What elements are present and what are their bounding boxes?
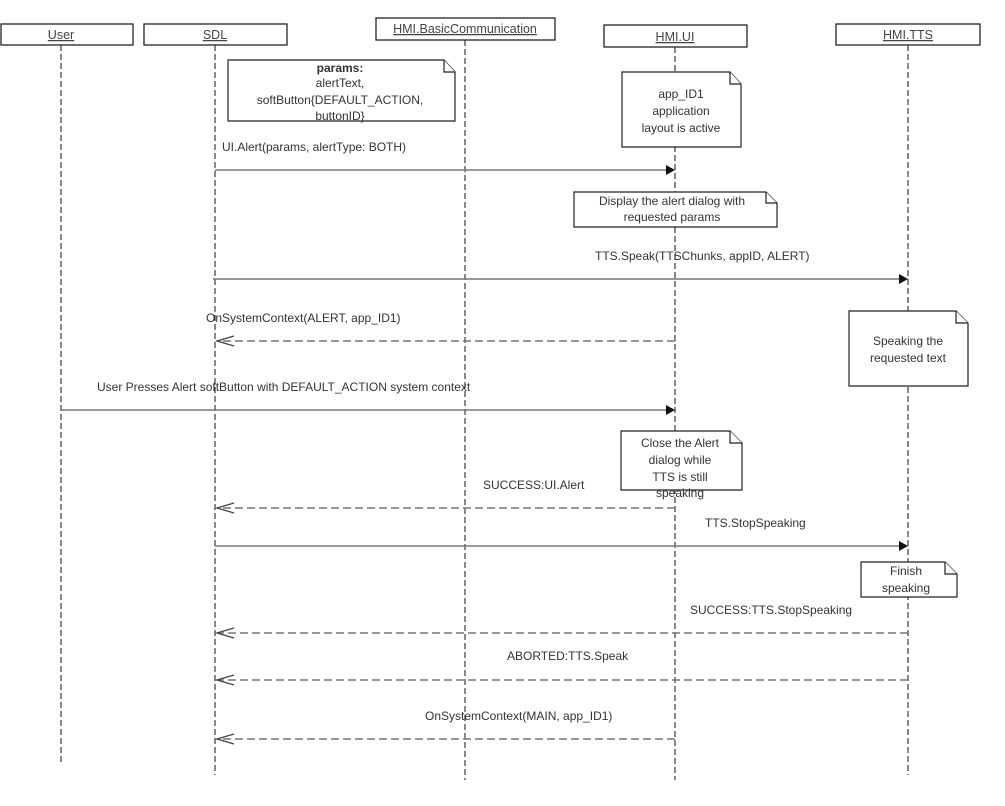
participant-hmi-ui[interactable]: HMI.UI [603, 24, 748, 48]
open-arrowhead-icon [214, 502, 235, 514]
message-label: OnSystemContext(ALERT, app_ID1) [206, 311, 401, 325]
open-arrowhead-icon [214, 335, 235, 347]
participant-sdl[interactable]: SDL [143, 23, 288, 46]
open-arrowhead-icon [214, 674, 235, 686]
note-app-active: app_ID1 application layout is active [621, 71, 742, 148]
note-line: TTS is still [652, 470, 707, 484]
message-success-ui-alert: SUCCESS:UI.Alert [214, 478, 675, 514]
note-params: params: alertText, softButton{DEFAULT_AC… [227, 59, 456, 123]
participant-hmi-tts[interactable]: HMI.TTS [835, 23, 981, 46]
arrowhead-icon [899, 541, 908, 551]
note-line: dialog while [649, 453, 712, 467]
note-line: alertText, [316, 76, 365, 90]
note-line: app_ID1 [658, 87, 704, 101]
message-label: User Presses Alert softButton with DEFAU… [97, 380, 471, 394]
participant-label: HMI.BasicCommunication [393, 22, 537, 36]
message-ui-alert: UI.Alert(params, alertType: BOTH) [215, 140, 675, 175]
note-display-alert: Display the alert dialog with requested … [573, 191, 778, 228]
message-label: TTS.Speak(TTSChunks, appID, ALERT) [595, 249, 810, 263]
message-success-tts-stopspeaking: SUCCESS:TTS.StopSpeaking [214, 603, 908, 639]
note-line: Display the alert dialog with [599, 194, 745, 208]
note-close-alert: Close the Alert dialog while TTS is stil… [620, 430, 743, 500]
note-line: application [652, 104, 709, 118]
note-finish-speaking: Finish speaking [860, 561, 958, 598]
participant-label: HMI.TTS [883, 28, 933, 42]
note-line: softButton{DEFAULT_ACTION, [257, 93, 424, 107]
participant-label: User [48, 28, 74, 42]
message-label: SUCCESS:UI.Alert [483, 478, 585, 492]
note-line: params: [317, 61, 364, 75]
message-label: SUCCESS:TTS.StopSpeaking [690, 603, 852, 617]
message-label: ABORTED:TTS.Speak [507, 649, 629, 663]
note-line: layout is active [642, 121, 721, 135]
message-onsystemcontext-alert: OnSystemContext(ALERT, app_ID1) [206, 311, 675, 347]
message-onsystemcontext-main: OnSystemContext(MAIN, app_ID1) [214, 709, 675, 745]
message-aborted-tts-speak: ABORTED:TTS.Speak [214, 649, 908, 686]
message-user-presses-softbutton: User Presses Alert softButton with DEFAU… [61, 380, 675, 415]
participant-user[interactable]: User [0, 23, 134, 46]
note-line: Close the Alert [641, 436, 720, 450]
participant-label: SDL [203, 28, 227, 42]
participant-label: HMI.UI [656, 30, 695, 44]
note-line: buttonID} [315, 109, 364, 123]
note-line: requested params [624, 210, 721, 224]
arrowhead-icon [666, 165, 675, 175]
message-label: UI.Alert(params, alertType: BOTH) [222, 140, 406, 154]
message-label: TTS.StopSpeaking [705, 516, 806, 530]
arrowhead-icon [666, 405, 675, 415]
message-tts-speak: TTS.Speak(TTSChunks, appID, ALERT) [213, 249, 908, 284]
arrowhead-icon [899, 274, 908, 284]
message-label: OnSystemContext(MAIN, app_ID1) [425, 709, 612, 723]
note-line: speaking [882, 581, 930, 595]
note-speaking: Speaking the requested text [848, 310, 969, 387]
open-arrowhead-icon [214, 733, 235, 745]
message-tts-stopspeaking: TTS.StopSpeaking [215, 516, 908, 551]
participant-hmi-basiccommunication[interactable]: HMI.BasicCommunication [375, 17, 556, 41]
note-line: Finish [890, 564, 922, 578]
note-line: Speaking the [873, 334, 943, 348]
note-line: requested text [870, 351, 947, 365]
note-line: speaking [656, 486, 704, 500]
open-arrowhead-icon [214, 627, 235, 639]
